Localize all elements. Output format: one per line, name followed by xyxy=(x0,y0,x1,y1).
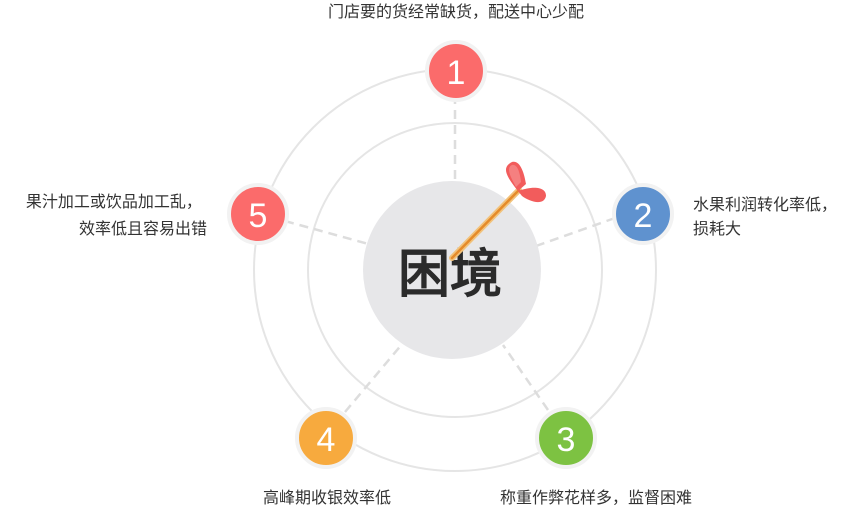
node-3-caption: 称重作弊花样多，监督困难 xyxy=(500,488,692,507)
spoke-5 xyxy=(284,219,373,247)
node-3-number: 3 xyxy=(557,421,576,459)
node-3: 3 称重作弊花样多，监督困难 xyxy=(500,407,692,507)
node-2-badge xyxy=(612,183,674,245)
node-1-badge xyxy=(425,40,487,102)
spoke-2 xyxy=(535,216,616,248)
spoke-3 xyxy=(501,344,550,411)
spoke-4 xyxy=(344,342,404,413)
node-5-number: 5 xyxy=(249,197,268,235)
node-3-badge xyxy=(535,407,597,469)
node-5-badge xyxy=(227,183,289,245)
node-5: 5 果汁加工或饮品加工乱， 效率低且容易出错 xyxy=(26,183,289,245)
node-1: 1 门店要的货经常缺货，配送中心少配 xyxy=(328,2,584,102)
spokes xyxy=(284,95,616,413)
dart-icon xyxy=(449,161,546,261)
node-4: 4 高峰期收银效率低 xyxy=(263,407,391,507)
center-label: 困境 xyxy=(398,245,502,305)
node-2-caption: 水果利润转化率低， 损耗大 xyxy=(693,195,842,238)
node-2-number: 2 xyxy=(634,197,653,235)
node-1-caption: 门店要的货经常缺货，配送中心少配 xyxy=(328,2,584,21)
node-2: 2 水果利润转化率低， 损耗大 xyxy=(612,183,842,245)
node-5-caption: 果汁加工或饮品加工乱， 效率低且容易出错 xyxy=(26,192,207,238)
center-disc xyxy=(363,181,541,359)
inner-ring xyxy=(307,122,603,418)
node-1-number: 1 xyxy=(447,54,466,92)
node-4-caption: 高峰期收银效率低 xyxy=(263,488,391,507)
node-4-badge xyxy=(295,407,357,469)
node-4-number: 4 xyxy=(317,421,336,459)
